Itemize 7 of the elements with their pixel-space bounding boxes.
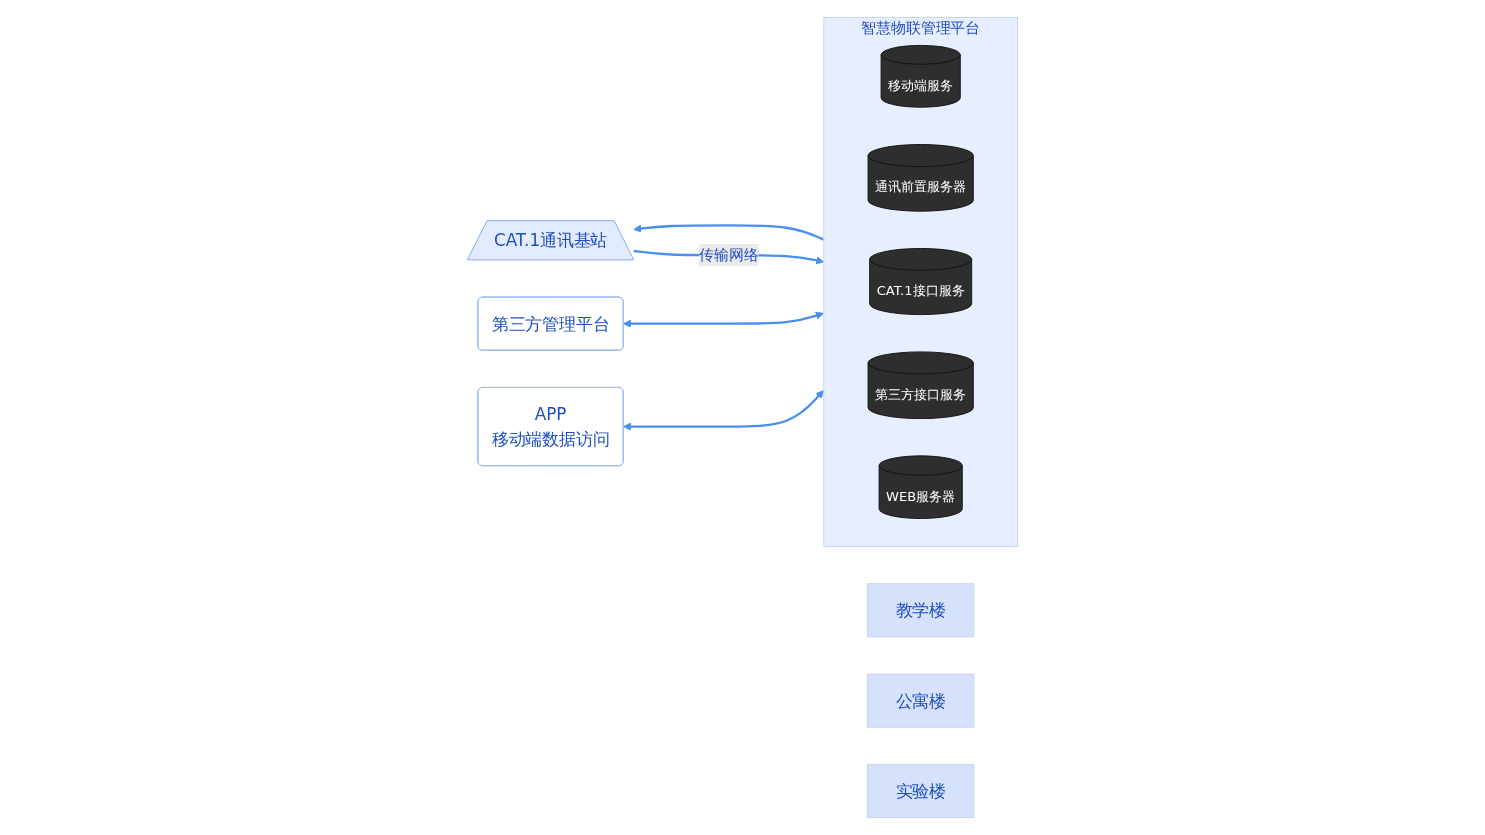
node-box: 公寓楼 [867, 673, 975, 728]
arrow [622, 311, 824, 328]
node-box: 教学楼 [867, 583, 975, 638]
arrow [622, 390, 824, 431]
arrow [633, 224, 825, 241]
node-box: 实验楼 [867, 764, 975, 818]
edge-label: 传输网络 [698, 245, 759, 264]
